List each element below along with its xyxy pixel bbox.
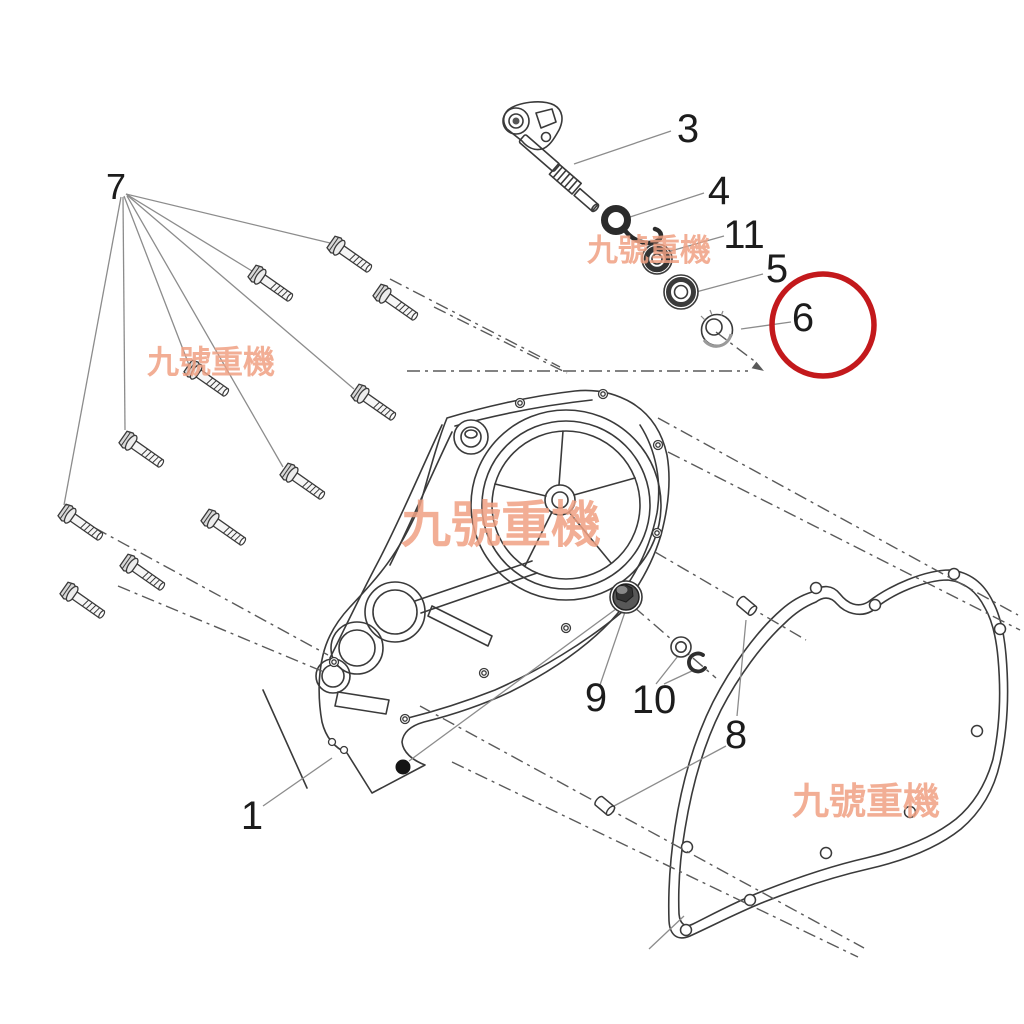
cover-outline [318,389,670,794]
circlip [687,651,707,674]
rib-bar [427,605,493,647]
washer [670,636,692,658]
watermark-top: 九號重機 [587,233,711,269]
part-label-11: 11 [723,213,765,257]
gasket-drawing [648,567,1009,950]
centerline-arrowhead [751,361,764,371]
part-label-10: 10 [632,678,677,722]
part-label-3: 3 [677,107,699,151]
flange-bolt [117,428,169,473]
flange-bolt [58,579,110,624]
flange-nut [609,580,643,614]
centerlines [94,278,1021,958]
cover-bolt-holes [327,388,664,755]
dowel-pin [592,794,617,818]
rib-slot [334,691,390,715]
part-label-1: 1 [241,794,263,838]
flange-bolt [325,233,377,278]
part-label-8: 8 [725,713,747,757]
part-label-5: 5 [766,247,788,291]
gasket-holes [679,567,1007,937]
flange-bolts [56,233,423,624]
leader-lines [63,130,792,807]
flange-bolt [349,381,401,426]
flange-bolt [278,460,330,505]
spline-section [548,162,583,195]
bushing [700,309,734,348]
watermark-center: 九號重機 [401,496,601,554]
index-dot [395,759,411,775]
watermark-left: 九號重機 [147,343,275,381]
torsion-spring [601,205,664,246]
clutch-cover-drawing [262,388,670,794]
watermark-bottom-right: 九號重機 [792,780,940,823]
flange-bolt [371,281,423,326]
part-label-6: 6 [792,296,814,340]
part-label-9: 9 [585,676,607,720]
gear-shift-spindle [502,101,600,213]
bearing [663,274,699,310]
flange-bolt [199,506,251,551]
dowel-pin [734,594,759,618]
seal-ring [641,243,673,275]
part-label-7: 7 [106,166,126,207]
filler-cap [453,419,489,455]
flange-bolt [118,551,170,596]
clutch-bell-rings [470,409,662,601]
flange-bolt [56,501,108,546]
flange-bolt [246,262,298,307]
part-label-4: 4 [708,169,730,213]
highlight-circle [769,271,877,379]
